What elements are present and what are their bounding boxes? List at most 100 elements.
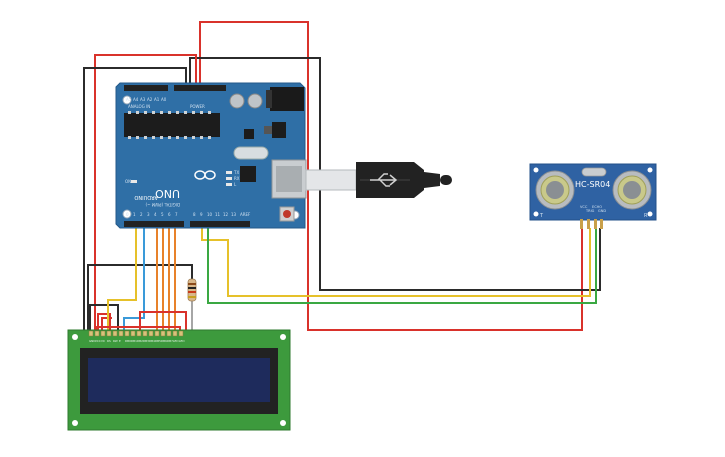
wire-lcd-black-top[interactable] — [83, 67, 187, 335]
svg-text:VCC: VCC — [95, 339, 101, 343]
svg-text:DB7: DB7 — [167, 339, 173, 343]
svg-text:V0: V0 — [101, 339, 105, 343]
led-tx — [226, 171, 232, 174]
power-header-label: POWER — [190, 104, 205, 109]
sensor-label: HC-SR04 — [575, 180, 610, 189]
power-header[interactable] — [174, 85, 226, 91]
svg-text:0: 0 — [126, 212, 129, 217]
svg-text:A4: A4 — [133, 97, 139, 102]
svg-text:DB4: DB4 — [149, 339, 155, 343]
svg-text:DB1: DB1 — [131, 339, 137, 343]
mounting-hole — [122, 209, 132, 219]
svg-text:10: 10 — [207, 212, 213, 217]
svg-text:2: 2 — [140, 212, 143, 217]
svg-text:6: 6 — [168, 212, 171, 217]
svg-text:GND: GND — [89, 339, 95, 343]
svg-text:VCC: VCC — [580, 205, 588, 209]
svg-text:GND: GND — [598, 209, 606, 213]
led-l-label: L — [234, 182, 237, 187]
sensor-r-mark: R — [644, 213, 648, 219]
wires — [83, 21, 601, 335]
led-rx — [226, 177, 232, 180]
analog-header[interactable] — [124, 85, 168, 91]
led-on-label: ON — [125, 179, 131, 184]
svg-text:A5: A5 — [126, 97, 132, 102]
usb-chip — [240, 166, 256, 182]
svg-text:11: 11 — [215, 212, 221, 217]
arduino-model: UNO — [155, 187, 180, 200]
hc-sr04-sensor[interactable]: HC-SR04 T R VCC TRIG ECHO GND — [529, 163, 657, 229]
svg-text:RS: RS — [107, 339, 111, 343]
digital-header-low[interactable] — [124, 221, 184, 227]
mounting-hole — [122, 95, 132, 105]
svg-text:DB2: DB2 — [137, 339, 143, 343]
power-jack[interactable] — [270, 87, 304, 111]
wire-lcd-red-mid1[interactable] — [139, 311, 187, 335]
sensor-t-mark: T — [539, 213, 544, 219]
svg-text:E: E — [119, 339, 121, 343]
svg-text:DB6: DB6 — [161, 339, 167, 343]
usb-cable[interactable] — [305, 162, 452, 198]
svg-text:DB0: DB0 — [125, 339, 131, 343]
svg-text:A2: A2 — [147, 97, 153, 102]
svg-text:4: 4 — [154, 212, 157, 217]
svg-text:A1: A1 — [154, 97, 160, 102]
smd-chip — [244, 129, 254, 139]
resistor[interactable] — [187, 278, 197, 302]
svg-text:9: 9 — [200, 212, 203, 217]
atmega-chip — [124, 113, 220, 137]
led-l — [226, 183, 232, 186]
digital-header-label: DIGITAL (PWM ~) — [145, 202, 180, 207]
svg-text:12: 12 — [223, 212, 229, 217]
svg-text:DB5: DB5 — [155, 339, 161, 343]
lcd-pin-header[interactable] — [88, 330, 184, 337]
wire-echo-green[interactable] — [207, 225, 597, 304]
svg-text:7: 7 — [175, 212, 178, 217]
wire-lcd-black-loop[interactable] — [87, 264, 193, 335]
lcd-screen — [88, 358, 270, 402]
receiver-transducer — [612, 170, 652, 210]
transmitter-transducer — [535, 170, 575, 210]
svg-text:RW: RW — [113, 339, 118, 343]
sensor-mounting-hole — [647, 167, 653, 173]
wire-lcd-black-short[interactable] — [89, 304, 119, 335]
capacitor — [229, 93, 245, 109]
sensor-mounting-hole — [533, 211, 539, 217]
aref-label: AREF — [240, 212, 251, 217]
led-on — [131, 180, 137, 183]
analog-header-label: ANALOG IN — [128, 104, 150, 109]
svg-text:13: 13 — [231, 212, 237, 217]
sensor-mounting-hole — [533, 167, 539, 173]
sensor-pins[interactable] — [580, 219, 603, 229]
wire-lcd-red-short[interactable] — [97, 313, 111, 335]
digital-header-high[interactable] — [190, 221, 250, 227]
svg-text:TRIG: TRIG — [585, 209, 595, 213]
capacitor — [247, 93, 263, 109]
arduino-logo: UNO ARDUINO — [134, 187, 180, 200]
wire-rs-yellow[interactable] — [107, 225, 137, 335]
svg-text:5: 5 — [161, 212, 164, 217]
lcd-mounting-hole — [280, 334, 286, 340]
svg-text:A0: A0 — [161, 97, 167, 102]
sensor-pin-labels: VCC TRIG ECHO GND — [580, 205, 606, 213]
svg-text:1: 1 — [133, 212, 136, 217]
svg-text:A3: A3 — [140, 97, 146, 102]
usb-icon — [370, 173, 398, 187]
wire-lcd-red-top[interactable] — [94, 54, 197, 335]
sensor-crystal — [581, 167, 607, 177]
svg-text:LED: LED — [179, 339, 184, 343]
svg-text:ECHO: ECHO — [592, 205, 602, 209]
svg-text:3: 3 — [147, 212, 150, 217]
sensor-mounting-hole — [647, 211, 653, 217]
svg-text:DB3: DB3 — [143, 339, 149, 343]
svg-text:8: 8 — [193, 212, 196, 217]
lcd-16x2[interactable]: GND VCC V0 RS RW E DB0 DB1 DB2 DB3 DB4 D… — [67, 329, 291, 431]
wire-trig-yellow[interactable] — [201, 225, 591, 297]
led-rx-label: RX — [234, 176, 240, 181]
arduino-brand: ARDUINO — [134, 194, 158, 200]
crystal — [233, 146, 269, 160]
